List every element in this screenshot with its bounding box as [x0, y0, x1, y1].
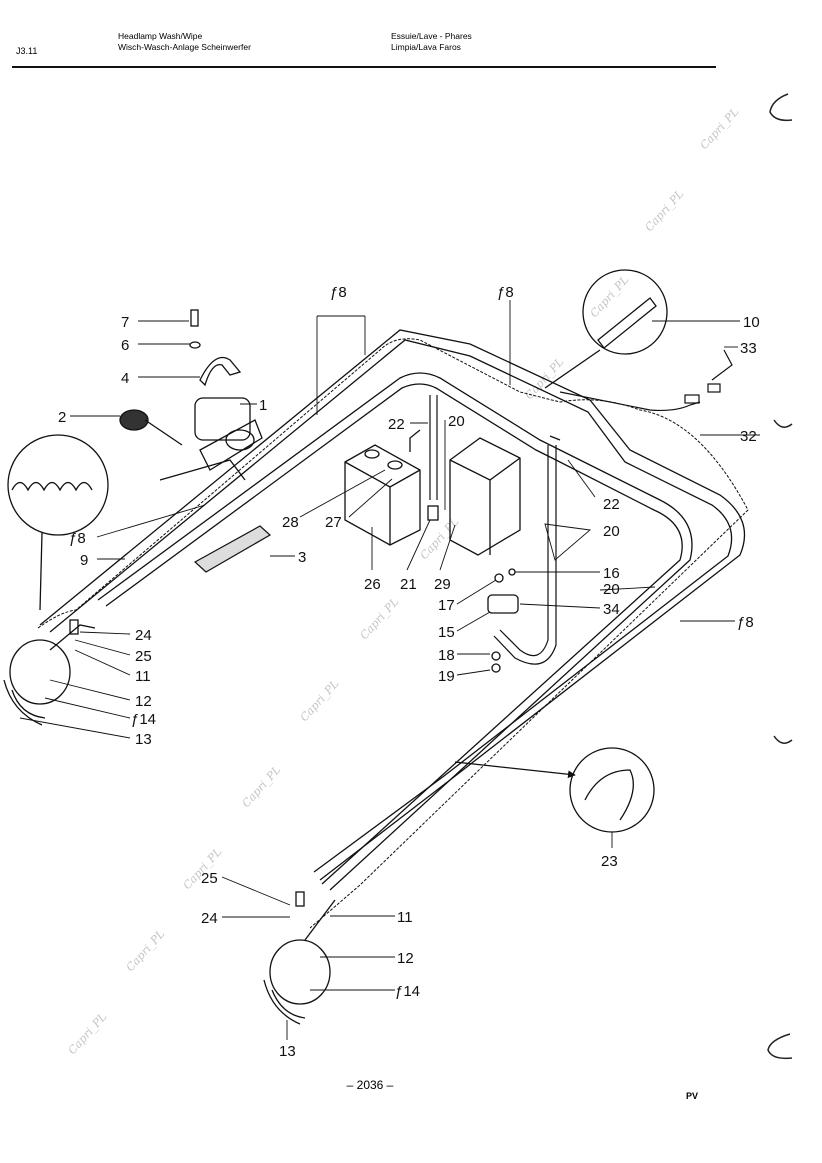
callout-11-right: 11 — [397, 909, 413, 926]
header-rule — [12, 66, 716, 68]
callout-14-right: ƒ14 — [395, 983, 420, 1000]
callout-8-top-left: ƒ8 — [330, 284, 347, 301]
callout-33: 33 — [740, 340, 757, 357]
pump-15-group — [487, 568, 519, 673]
wiring-loom — [37, 338, 749, 929]
callout-20-mid: 20 — [603, 523, 620, 540]
watermark: Capri_PL — [588, 273, 632, 320]
title-german: Wisch-Wasch-Anlage Scheinwerfer — [118, 42, 251, 52]
detail-circle-10 — [544, 269, 668, 389]
callout-10: 10 — [743, 314, 760, 331]
callout-22-upper: 22 — [388, 416, 405, 433]
callout-20-upper: 20 — [448, 413, 465, 430]
detail-circle-spring — [7, 434, 109, 611]
watermark: Capri_PL — [698, 105, 742, 152]
title-english: Headlamp Wash/Wipe — [118, 31, 203, 41]
callout-24-right: 24 — [201, 910, 218, 927]
callout-13-right: 13 — [279, 1043, 296, 1060]
callout-16: 16 — [603, 565, 620, 582]
binder-marks — [767, 93, 793, 1060]
section-code: J3.11 — [16, 46, 38, 56]
callout-8-top-right: ƒ8 — [497, 284, 514, 301]
callout-1: 1 — [259, 397, 267, 414]
detail-circle-23 — [454, 747, 655, 833]
callout-24-left: 24 — [135, 627, 152, 644]
callout-18: 18 — [438, 647, 455, 664]
callout-8-right: ƒ8 — [737, 614, 754, 631]
title-block-en-de: Headlamp Wash/Wipe Wisch-Wasch-Anlage Sc… — [118, 31, 251, 53]
callout-12-left: 12 — [135, 693, 152, 710]
callout-6: 6 — [121, 337, 129, 354]
callout-2: 2 — [58, 409, 66, 426]
callout-27: 27 — [325, 514, 342, 531]
leader-lines — [19, 300, 760, 1040]
callout-15: 15 — [438, 624, 455, 641]
callout-11-left: 11 — [135, 668, 151, 685]
callout-13-left: 13 — [135, 731, 152, 748]
page-number: – 2036 – — [346, 1078, 394, 1092]
watermark: Capri_PL — [643, 187, 687, 234]
bracket-hardware — [189, 309, 242, 387]
callout-19: 19 — [438, 668, 455, 685]
callout-26: 26 — [364, 576, 381, 593]
reservoir-bracket — [449, 437, 521, 556]
watermark: Capri_PL — [124, 927, 168, 974]
pump-motor — [119, 397, 263, 481]
title-spanish: Limpia/Lava Faros — [391, 42, 461, 52]
watermark: Capri_PL — [298, 677, 342, 724]
callout-20-lower: 20 — [603, 581, 620, 598]
watermark: Capri_PL — [418, 515, 462, 562]
callout-25-left: 25 — [135, 648, 152, 665]
title-french: Essuie/Lave - Phares — [391, 31, 472, 41]
wire-32-33 — [559, 349, 733, 412]
callout-32: 32 — [740, 428, 757, 445]
callout-29: 29 — [434, 576, 451, 593]
callout-8-left: ƒ8 — [69, 530, 86, 547]
callout-12-right: 12 — [397, 950, 414, 967]
washer-reservoir — [344, 444, 421, 546]
callout-3: 3 — [298, 549, 306, 566]
callout-17: 17 — [438, 597, 455, 614]
callout-14-left: ƒ14 — [131, 711, 156, 728]
callout-28: 28 — [282, 514, 299, 531]
washer-pipe-main — [39, 329, 746, 881]
callout-22-right: 22 — [603, 496, 620, 513]
callout-25-right: 25 — [201, 870, 218, 887]
callout-34: 34 — [603, 601, 620, 618]
callout-23: 23 — [601, 853, 618, 870]
pipe-20-verticals — [429, 395, 557, 665]
page-stamp: PV — [686, 1091, 699, 1101]
watermark: Capri_PL — [66, 1010, 110, 1057]
callout-21: 21 — [400, 576, 417, 593]
watermark: Capri_PL — [240, 763, 284, 810]
watermark: Capri_PL — [358, 595, 402, 642]
headlamp-wiper-right — [263, 891, 336, 1025]
headlamp-wiper-left — [3, 619, 96, 726]
title-block-fr-es: Essuie/Lave - Phares Limpia/Lava Faros — [391, 31, 472, 53]
pad-3 — [193, 525, 272, 573]
callout-9: 9 — [80, 552, 88, 569]
callout-4: 4 — [121, 370, 129, 387]
callout-labels: 7 6 4 2 1 ƒ8 ƒ8 ƒ8 9 3 22 20 22 28 27 26… — [58, 284, 760, 1060]
callout-7: 7 — [121, 314, 129, 331]
valves-connectors — [409, 429, 561, 521]
